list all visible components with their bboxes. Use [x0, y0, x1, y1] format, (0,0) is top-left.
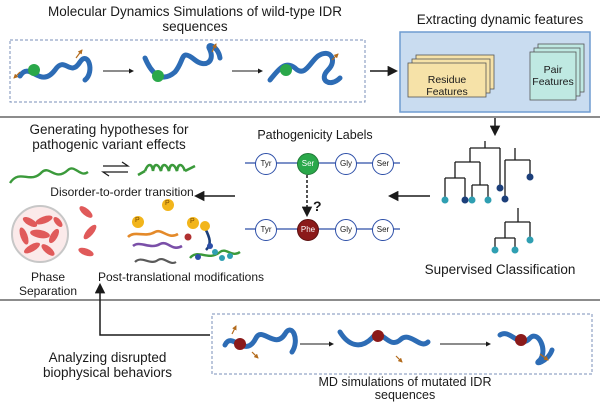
- wildtype-chain-1: [13, 49, 93, 83]
- disorder-to-order-label: Disorder-to-order transition: [50, 185, 194, 199]
- phospho-label-2: P: [190, 218, 195, 225]
- helix-chain: [137, 163, 196, 177]
- mutant-chain-1: [222, 325, 298, 359]
- mutant-chain-2: [337, 329, 431, 363]
- ptm-label: Post-translational modifications: [97, 270, 265, 284]
- pair-features-card: [529, 51, 577, 101]
- mut-residue-1: Tyr: [255, 219, 277, 241]
- classification-leaves: [441, 173, 534, 254]
- phase-separation-label: Phase Separation: [18, 270, 78, 298]
- wildtype-chain-3: [267, 50, 343, 85]
- classification-tree: [444, 141, 531, 248]
- wt-residue-1: Tyr: [255, 153, 277, 175]
- md-wildtype-title: Molecular Dynamics Simulations of wild-t…: [47, 4, 343, 34]
- wt-residue-3: Gly: [335, 153, 357, 175]
- residue-features-card: [407, 62, 487, 98]
- mut-residue-4: Ser: [372, 219, 394, 241]
- generating-hypotheses-title: Generating hypotheses for pathogenic var…: [29, 122, 189, 152]
- phospho-label-1: P: [165, 200, 170, 207]
- md-mutated-title: MD simulations of mutated IDR sequences: [318, 375, 492, 402]
- mut-residue-2: Phe: [297, 219, 319, 241]
- phase-separation-droplet: [11, 205, 97, 263]
- wt-residue-2: Ser: [297, 153, 319, 175]
- disordered-chain: [9, 167, 89, 184]
- extracting-features-title: Extracting dynamic features: [416, 12, 584, 27]
- pathogenicity-labels-title: Pathogenicity Labels: [257, 128, 373, 142]
- mutation-question-mark: ?: [313, 198, 322, 214]
- equilibrium-arrows: [101, 161, 130, 177]
- wildtype-md-box: [9, 39, 366, 103]
- analyzing-disrupted-title: Analyzing disrupted biophysical behavior…: [42, 350, 173, 380]
- mut-residue-3: Gly: [335, 219, 357, 241]
- ptm-illustration: [127, 199, 241, 264]
- phospho-label-3: P: [135, 217, 140, 224]
- wildtype-chain-2: [142, 43, 223, 82]
- mutated-md-box: [211, 313, 593, 375]
- wt-residue-4: Ser: [372, 153, 394, 175]
- supervised-classification-title: Supervised Classification: [424, 262, 576, 277]
- mutant-chain-3: [497, 331, 555, 366]
- residue-features-label: Residue Features: [426, 74, 468, 98]
- pair-features-label: Pair Features: [532, 64, 574, 88]
- feedback-arrow: [94, 282, 210, 336]
